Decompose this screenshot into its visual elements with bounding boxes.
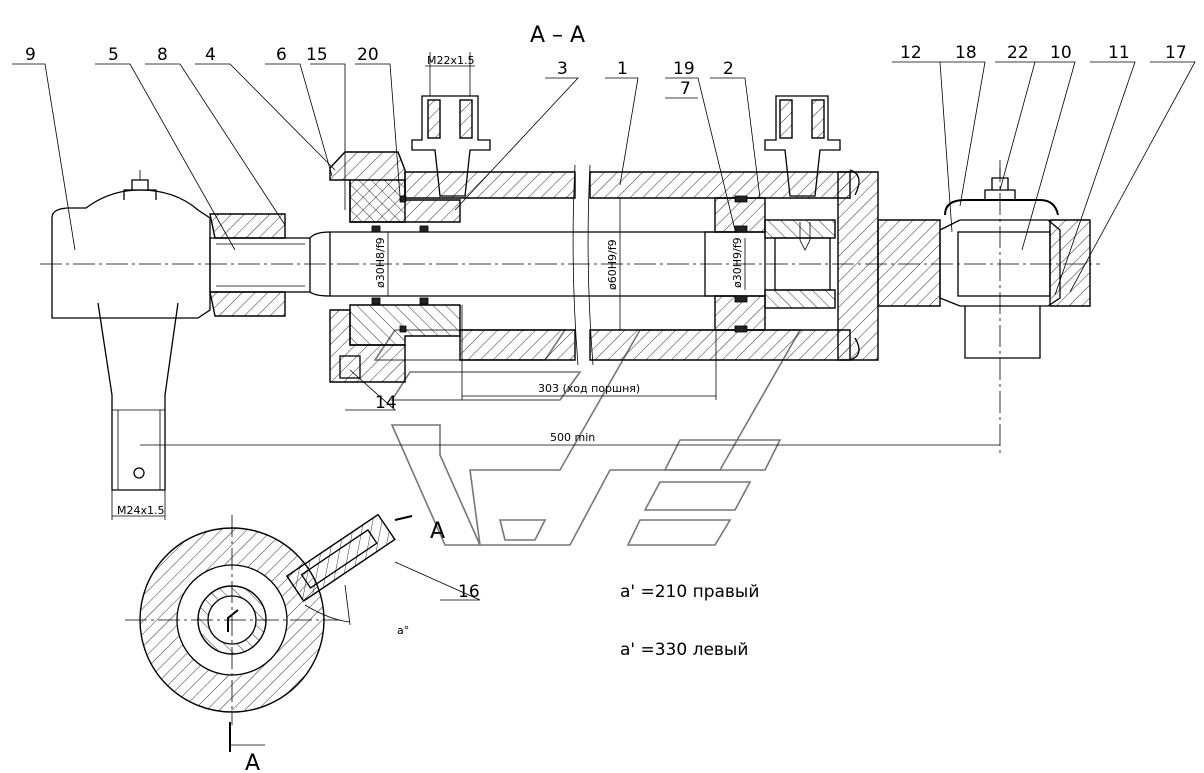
callout-8: 8 (157, 45, 168, 65)
callout-11: 11 (1108, 43, 1130, 63)
callout-6: 6 (276, 45, 287, 65)
dimension-lines (111, 198, 1000, 520)
cross-section-view (125, 513, 396, 725)
callout-17: 17 (1165, 43, 1187, 63)
callout-1: 1 (617, 59, 628, 79)
note-right: a' =210 правый (620, 582, 759, 602)
section-title: А – А (530, 23, 585, 48)
bore-fit-dim: ø60H9/f9 (606, 239, 619, 290)
dimension-texts: M22x1.5 M24x1.5 ø30H8/f9 ø60H9/f9 ø30H9/… (117, 54, 744, 517)
callout-9: 9 (25, 45, 36, 65)
stroke-dim: 303 (ход поршня) (538, 382, 640, 395)
svg-text:А – А: А – А (530, 23, 585, 48)
cylinder-head (329, 151, 461, 383)
callout-12: 12 (900, 43, 922, 63)
callout-20: 20 (357, 45, 379, 65)
hydraulic-fitting-right (764, 95, 841, 197)
rod-end-eye (51, 170, 211, 491)
piston-rod (330, 231, 740, 297)
min-length-dim: 500 min (550, 431, 595, 444)
section-mark-top: A (430, 519, 445, 544)
callout-15: 15 (306, 45, 328, 65)
callout-7: 7 (680, 79, 691, 99)
section-markers: A A a° (245, 519, 445, 773)
callout-16: 16 (458, 582, 480, 602)
leader-lines (12, 61, 1196, 752)
note-left: a' =330 левый (620, 640, 748, 660)
section-mark-bottom: A (245, 751, 260, 773)
callout-10: 10 (1050, 43, 1072, 63)
callout-labels: 9 5 8 4 6 15 20 3 1 19 7 2 12 18 22 10 1… (25, 43, 1187, 602)
callout-22: 22 (1007, 43, 1029, 63)
cylinder-bottom (837, 169, 879, 361)
notes: a' =210 правый a' =330 левый (620, 582, 759, 660)
port-thread-dim: M22x1.5 (427, 54, 475, 67)
cylinder-tube (404, 164, 851, 366)
callout-14: 14 (375, 393, 397, 413)
rod-fit-dim: ø30H8/f9 (374, 237, 387, 288)
callout-2: 2 (723, 59, 734, 79)
piston (704, 195, 836, 333)
piston-rod-fit-dim: ø30H9/f9 (731, 237, 744, 288)
callout-19: 19 (673, 59, 695, 79)
watermark-logo (373, 329, 802, 546)
rod-thread-dim: M24x1.5 (117, 504, 165, 517)
callout-5: 5 (108, 45, 119, 65)
callout-3: 3 (557, 59, 568, 79)
callout-4: 4 (205, 45, 216, 65)
callout-18: 18 (955, 43, 977, 63)
lock-nut (209, 213, 331, 317)
rear-clevis (877, 160, 1091, 455)
hydraulic-fitting-left (411, 52, 491, 197)
angle-label: a° (397, 624, 409, 637)
